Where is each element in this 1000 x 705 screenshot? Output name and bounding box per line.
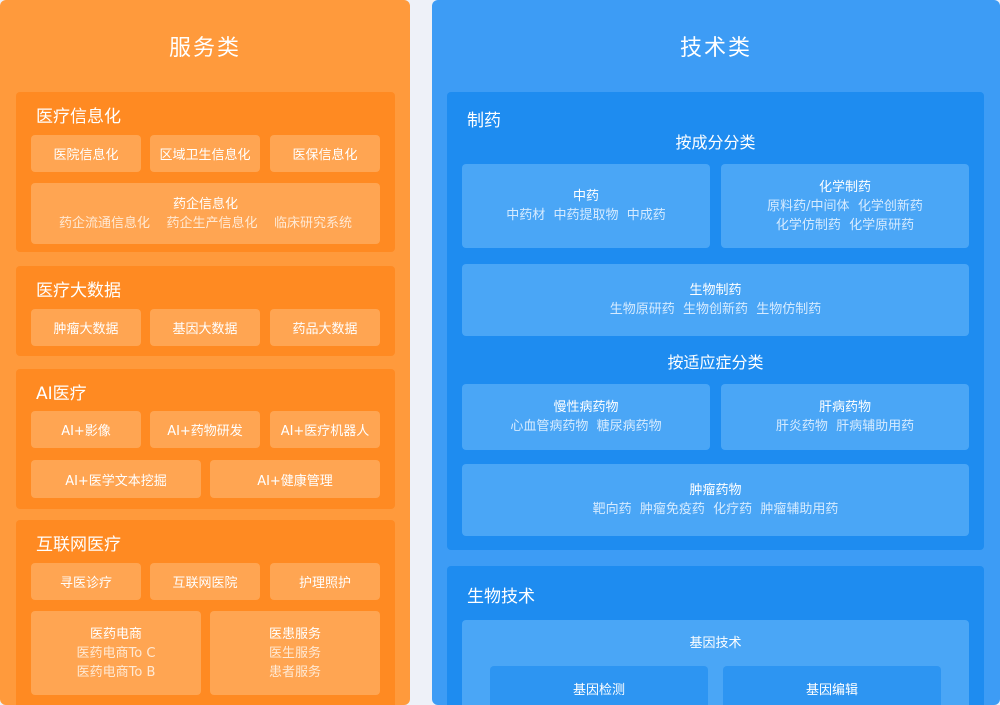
chip-gene-editing[interactable]: 基因编辑 — [723, 666, 941, 705]
box-title: 慢性病药物 — [553, 400, 619, 415]
chip-insurance-info[interactable]: 医保信息化 — [270, 135, 380, 172]
box-title: 医药电商 — [89, 626, 142, 642]
chip-tumor-bigdata[interactable]: 肿瘤大数据 — [31, 309, 141, 346]
box-line: 化学仿制药 化学原研药 — [775, 217, 915, 233]
section-biotechnology: 生物技术 基因技术 基因检测 基因编辑 — [447, 566, 984, 705]
box-pharma-info[interactable]: 药企信息化 药企流通信息化 药企生产信息化 临床研究系统 — [31, 183, 380, 244]
section-medical-informatization: 医疗信息化 医院信息化 区域卫生信息化 医保信息化 药企信息化 药企流通信息化 … — [16, 92, 395, 252]
box-title: 肿瘤药物 — [689, 483, 742, 498]
box-line: 医药电商To B — [76, 664, 156, 680]
section-title: 生物技术 — [467, 587, 535, 607]
box-tcm[interactable]: 中药 中药材 中药提取物 中成药 — [462, 164, 710, 248]
box-liver-disease-drugs[interactable]: 肝病药物 肝炎药物 肝病辅助用药 — [721, 384, 969, 450]
section-ai-medical: AI医疗 AI+影像 AI+药物研发 AI+医疗机器人 AI+医学文本挖掘 AI… — [16, 369, 395, 509]
technology-panel: 技术类 制药 按成分分类 中药 中药材 中药提取物 中成药 化学制药 原料药/中… — [432, 0, 1000, 705]
chip-gene-testing[interactable]: 基因检测 — [490, 666, 708, 705]
subheading-by-indication: 按适应症分类 — [667, 353, 764, 372]
box-line: 原料药/中间体 化学创新药 — [767, 198, 923, 214]
box-title: 医患服务 — [268, 626, 321, 642]
box-chemical-pharma[interactable]: 化学制药 原料药/中间体 化学创新药 化学仿制药 化学原研药 — [721, 164, 969, 248]
chip-drug-bigdata[interactable]: 药品大数据 — [270, 309, 380, 346]
section-medical-bigdata: 医疗大数据 肿瘤大数据 基因大数据 药品大数据 — [16, 266, 395, 356]
chip-ai-robot[interactable]: AI+医疗机器人 — [270, 411, 380, 448]
chip-seek-doctor[interactable]: 寻医诊疗 — [31, 563, 141, 600]
box-title: 中药 — [572, 189, 599, 204]
box-title: 药企信息化 — [172, 196, 238, 212]
section-title: 制药 — [467, 111, 501, 131]
box-line: 医生服务 — [268, 645, 321, 661]
chip-ai-imaging[interactable]: AI+影像 — [31, 411, 141, 448]
chip-ai-drug-rd[interactable]: AI+药物研发 — [150, 411, 260, 448]
box-patient-service[interactable]: 医患服务 医生服务 患者服务 — [210, 611, 380, 695]
section-pharmaceutical: 制药 按成分分类 中药 中药材 中药提取物 中成药 化学制药 原料药/中间体 化… — [447, 92, 984, 550]
technology-panel-title: 技术类 — [679, 36, 752, 61]
chip-internet-hospital[interactable]: 互联网医院 — [150, 563, 260, 600]
box-bio-pharma[interactable]: 生物制药 生物原研药 生物创新药 生物仿制药 — [462, 264, 969, 336]
box-title: 基因技术 — [689, 636, 742, 651]
box-line: 医药电商To C — [76, 645, 156, 661]
box-line: 心血管病药物 糖尿病药物 — [510, 419, 662, 434]
box-line: 中药材 中药提取物 中成药 — [506, 208, 666, 223]
section-title: 医疗信息化 — [36, 107, 121, 127]
section-title: AI医疗 — [36, 384, 87, 404]
box-gene-technology[interactable]: 基因技术 基因检测 基因编辑 — [462, 620, 969, 705]
box-pharma-ecommerce[interactable]: 医药电商 医药电商To C 医药电商To B — [31, 611, 201, 695]
box-tumor-drugs[interactable]: 肿瘤药物 靶向药 肿瘤免疫药 化疗药 肿瘤辅助用药 — [462, 464, 969, 536]
chip-gene-bigdata[interactable]: 基因大数据 — [150, 309, 260, 346]
chip-regional-health-info[interactable]: 区域卫生信息化 — [150, 135, 260, 172]
box-title: 化学制药 — [818, 179, 871, 195]
box-items: 药企流通信息化 药企生产信息化 临床研究系统 — [58, 215, 353, 231]
box-line: 肝炎药物 肝病辅助用药 — [775, 419, 915, 434]
service-panel: 服务类 医疗信息化 医院信息化 区域卫生信息化 医保信息化 药企信息化 药企流通… — [0, 0, 410, 705]
section-internet-medical: 互联网医疗 寻医诊疗 互联网医院 护理照护 医药电商 医药电商To C 医药电商… — [16, 520, 395, 705]
box-chronic-disease-drugs[interactable]: 慢性病药物 心血管病药物 糖尿病药物 — [462, 384, 710, 450]
section-title: 医疗大数据 — [36, 281, 121, 301]
chip-hospital-info[interactable]: 医院信息化 — [31, 135, 141, 172]
box-title: 生物制药 — [689, 283, 742, 298]
box-line: 患者服务 — [268, 664, 321, 680]
section-title: 互联网医疗 — [36, 535, 121, 555]
chip-ai-text-mining[interactable]: AI+医学文本挖掘 — [31, 460, 201, 498]
box-line: 靶向药 肿瘤免疫药 化疗药 肿瘤辅助用药 — [592, 502, 839, 517]
service-panel-title: 服务类 — [168, 36, 241, 61]
chip-nursing-care[interactable]: 护理照护 — [270, 563, 380, 600]
subheading-by-ingredient: 按成分分类 — [675, 133, 756, 152]
box-title: 肝病药物 — [818, 400, 871, 415]
chip-ai-health-mgmt[interactable]: AI+健康管理 — [210, 460, 380, 498]
box-line: 生物原研药 生物创新药 生物仿制药 — [609, 302, 822, 317]
